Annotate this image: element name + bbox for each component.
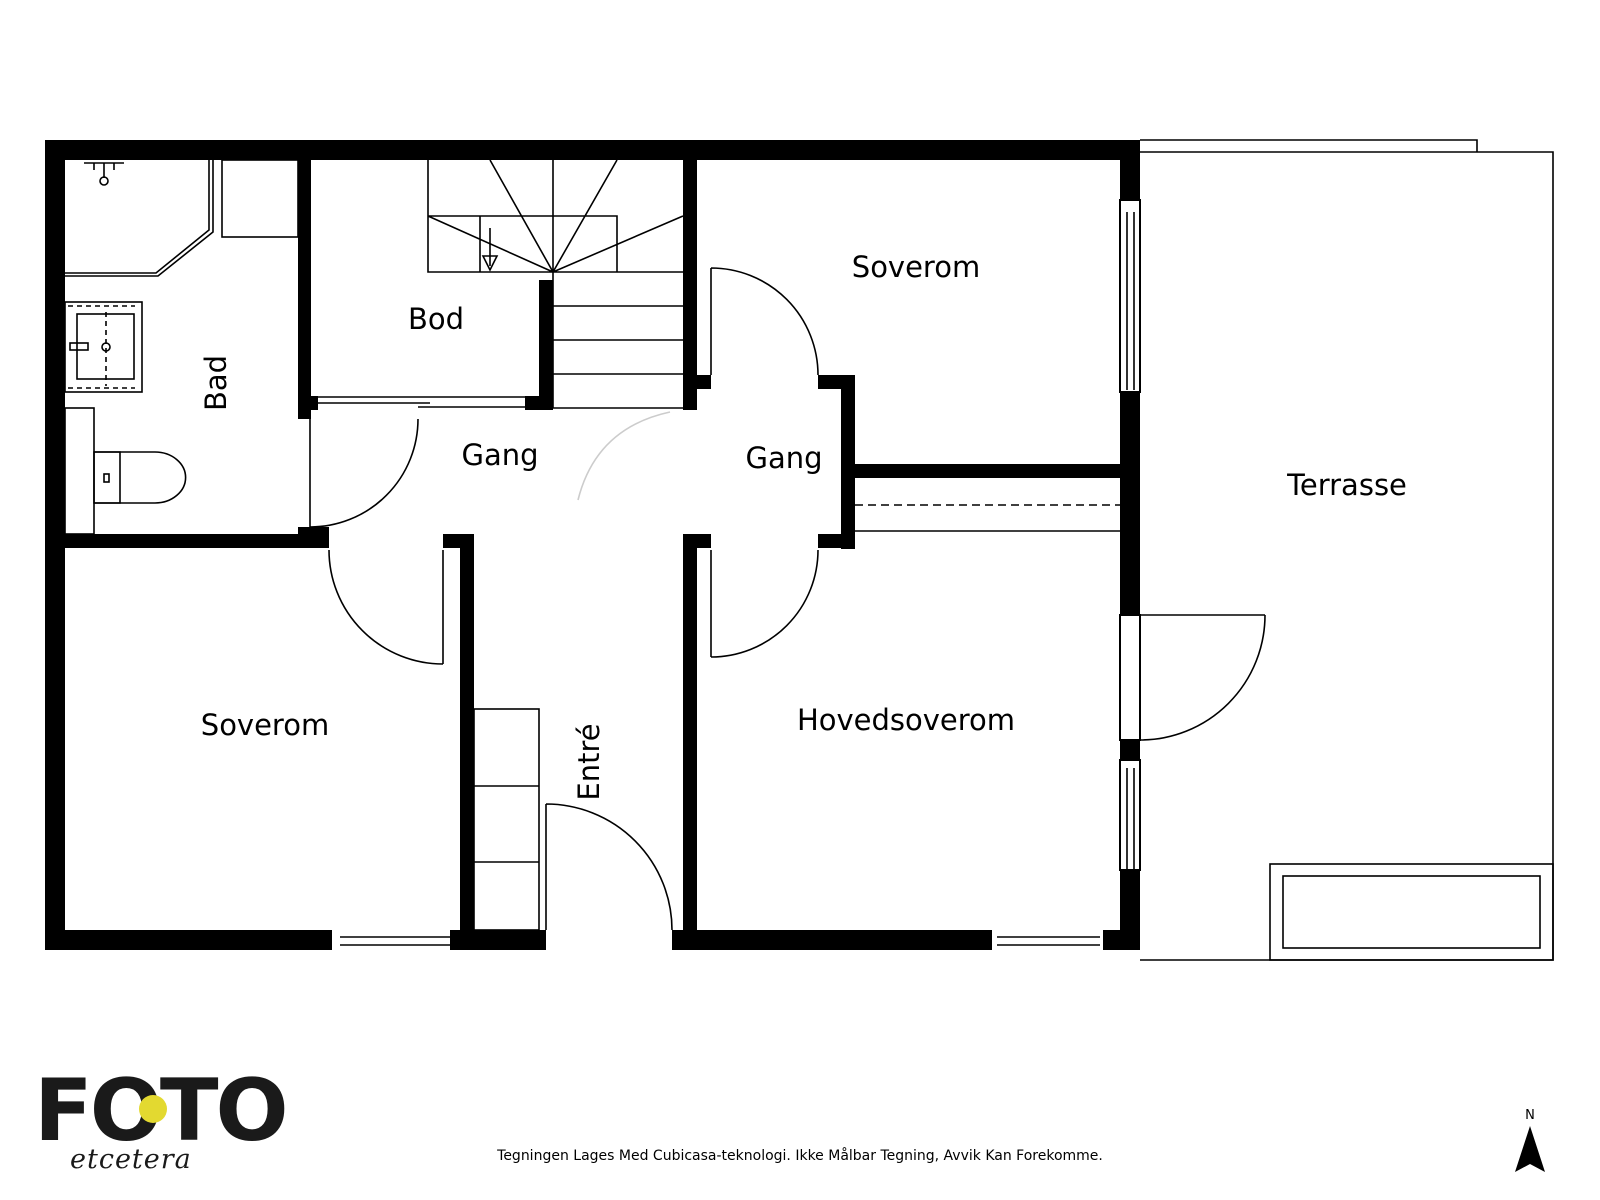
shower-outline-inner	[65, 160, 210, 274]
room-label-bad: Bad	[199, 355, 233, 411]
wall-hovedsoverom-top-1	[683, 534, 711, 548]
room-label-soverom-left: Soverom	[201, 708, 329, 742]
stairs-arrow-icon	[481, 228, 499, 272]
wall-bod-bottom-right	[525, 396, 553, 410]
stairs	[427, 159, 684, 409]
wall-soverom-left-right	[460, 534, 474, 950]
wall-bad-bod-lower	[298, 410, 311, 419]
toilet-seat	[94, 451, 121, 504]
entre-cabinet-dividers	[474, 785, 539, 863]
shower-head-icon	[99, 176, 109, 186]
wall-bottom-3	[672, 930, 992, 950]
window-frame-2	[1119, 614, 1141, 741]
door-bad	[309, 418, 419, 528]
window-soverom-top-right	[1126, 212, 1135, 390]
shower-outline	[65, 160, 214, 277]
wall-bad-gang-bottom	[298, 527, 329, 548]
room-label-terrasse: Terrasse	[1286, 468, 1407, 502]
window-frame-3	[1119, 759, 1141, 871]
wall-top	[45, 140, 1140, 160]
door-hovedsoverom	[710, 549, 819, 658]
room-label-hovedsoverom: Hovedsoverom	[797, 703, 1015, 737]
stairs-landing-curve	[577, 411, 671, 501]
wall-bad-bottom	[45, 534, 311, 548]
window-bottom-left	[340, 936, 450, 946]
wall-stairs-right	[683, 160, 697, 410]
toilet-tank	[64, 407, 95, 535]
wall-bad-bod	[298, 160, 311, 396]
north-letter: N	[1525, 1108, 1535, 1123]
wall-right-3	[1120, 740, 1140, 760]
terrace-planter-inner	[1282, 875, 1541, 949]
wall-entre-right	[683, 534, 697, 950]
wall-soverom-divider	[841, 464, 1120, 478]
wall-bod-bottom-left	[298, 396, 318, 410]
wall-right-2	[1120, 392, 1140, 615]
thin-lines	[64, 139, 1554, 961]
walls	[45, 140, 1141, 950]
entre-cabinet	[473, 708, 540, 931]
room-label-soverom-top: Soverom	[852, 250, 980, 284]
shower-tap-icon	[84, 162, 124, 178]
door-soverom-top	[710, 267, 819, 376]
toilet-bowl	[93, 451, 187, 504]
window-frame-1	[1119, 199, 1141, 393]
window-bottom-right	[997, 936, 1100, 946]
bathroom-cabinet	[221, 159, 299, 238]
company-logo: FOTO etcetera	[34, 1061, 289, 1175]
window-hovedsoverom-right	[1126, 768, 1135, 870]
wall-bottom-1	[45, 930, 332, 950]
terrace-outline	[1140, 139, 1554, 961]
room-labels: Bad Bod Soverom Gang Gang Terrasse Sover…	[199, 250, 1407, 801]
wall-gang-right	[841, 375, 855, 549]
door-entre	[545, 803, 673, 931]
logo-sub-text: etcetera	[70, 1144, 192, 1175]
wall-bod-right	[539, 280, 553, 410]
wall-hovedsoverom-top-2	[818, 534, 855, 548]
logo-main-text: FOTO	[34, 1061, 289, 1161]
sink-dashed-line	[68, 305, 135, 389]
wall-right-4	[1120, 870, 1140, 950]
north-arrow-icon	[1515, 1126, 1545, 1172]
wall-right-1	[1120, 140, 1140, 200]
toilet-button-icon	[103, 473, 110, 483]
room-label-gang-right: Gang	[745, 441, 822, 475]
terrace-planter	[1269, 863, 1554, 961]
north-compass: N	[1515, 1108, 1565, 1178]
door-terrace	[1139, 614, 1266, 741]
wall-soverom-top-bottom-1	[683, 375, 711, 389]
disclaimer-text: Tegningen Lages Med Cubicasa-teknologi. …	[497, 1148, 1103, 1164]
sink-tap-icon	[69, 342, 89, 351]
room-label-entre: Entré	[572, 723, 606, 800]
door-soverom-left	[328, 549, 444, 665]
room-label-gang-left: Gang	[461, 438, 538, 472]
room-label-bod: Bod	[408, 302, 464, 336]
bod-sliding-door	[318, 396, 525, 408]
